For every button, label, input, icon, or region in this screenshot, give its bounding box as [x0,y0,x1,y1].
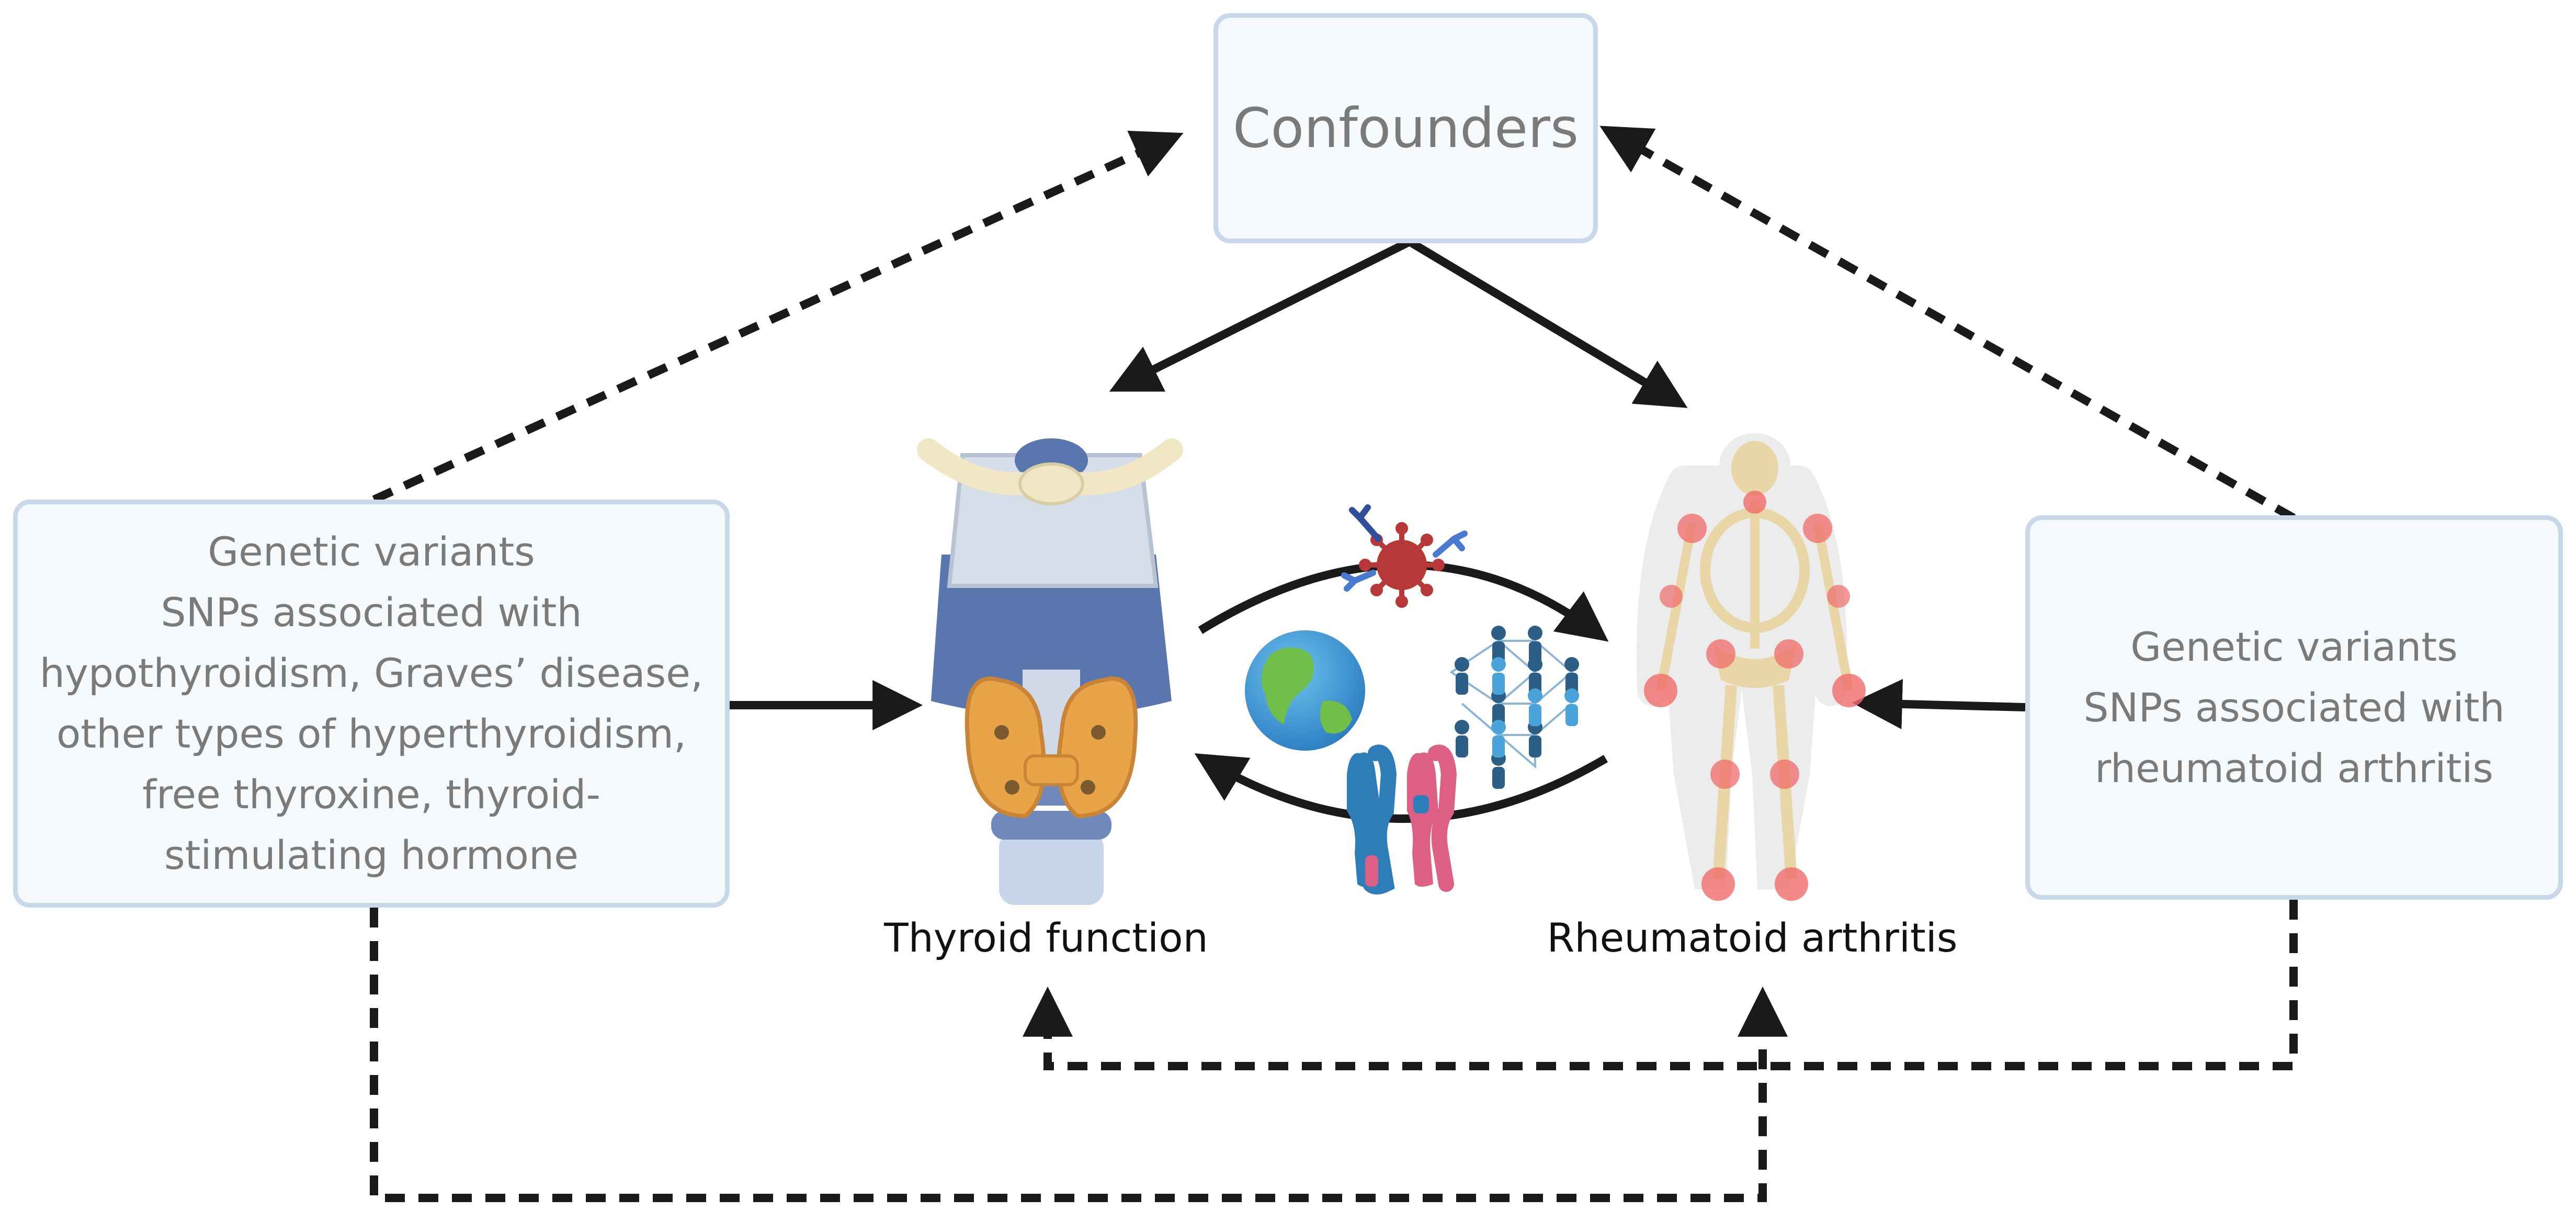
arrow-confounders-to-ra [1407,238,1688,408]
thyroid-icon [917,438,1183,905]
curved-arrow-ra-to-thyroid [1194,753,1608,823]
virus-icon [1341,504,1468,608]
thyroid-function-label: Thyroid function [884,914,1208,961]
right-box-line: rheumatoid arthritis [2094,744,2494,791]
dashed-arrow-left-box-to-ra [370,908,1788,1202]
dashed-arrow-right-to-confounders [1599,126,2296,522]
rheumatoid-arthritis-label: Rheumatoid arthritis [1547,914,1958,961]
right-box-line: SNPs associated with [2083,684,2505,731]
right-box-line: Genetic variants [2130,623,2458,670]
dashed-arrow-right-box-to-thyroid [1023,900,2298,1070]
dashed-arrow-left-to-confounders [372,130,1184,504]
left-box-line: hypothyroidism, Graves’ disease, [39,650,703,696]
confounders-label: Confounders [1232,96,1579,160]
left-box-line: stimulating hormone [164,832,578,878]
left-box-line: other types of hyperthyroidism, [56,710,687,757]
genetic-variants-ra-box: Genetic variants SNPs associated with rh… [2025,515,2563,900]
population-icon [1449,626,1579,789]
globe-icon [1245,630,1365,751]
arrow-right-box-to-ra [1852,678,2026,729]
left-box-line: free thyroxine, thyroid- [142,771,600,818]
chromosome-icon [1347,744,1457,895]
left-box-line: SNPs associated with [161,589,582,636]
arrow-confounders-to-thyroid [1109,237,1412,392]
genetic-variants-thyroid-box: Genetic variants SNPs associated with hy… [13,500,730,908]
skeleton-icon [1636,433,1866,901]
left-box-line: Genetic variants [208,528,535,575]
confounders-box: Confounders [1213,13,1598,243]
